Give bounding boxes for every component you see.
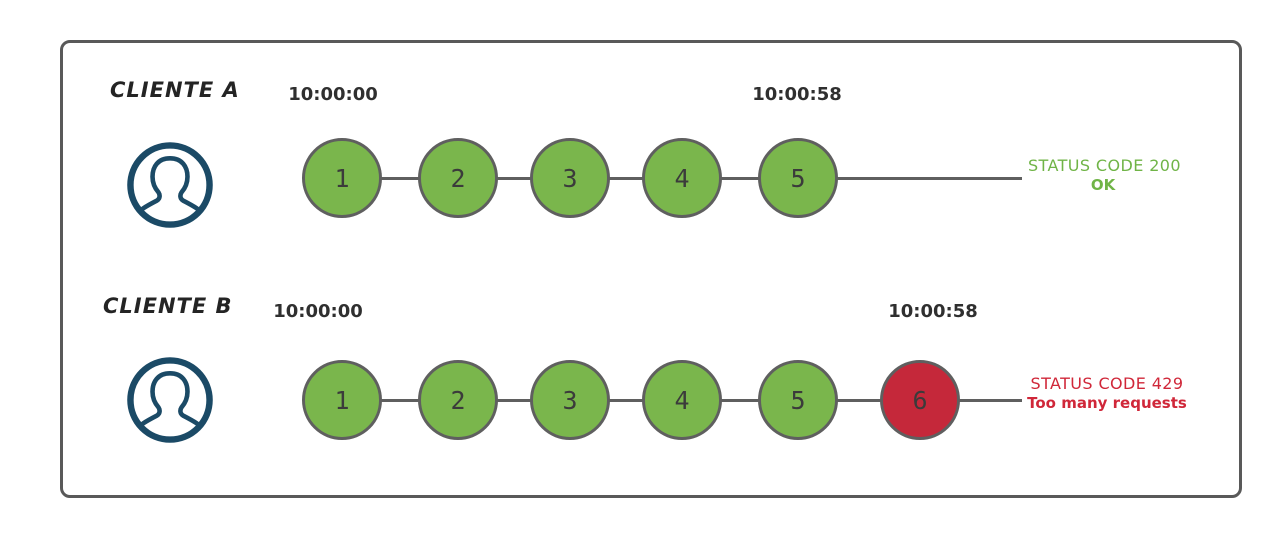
request-circle: 4 <box>642 360 722 440</box>
row-a-end-time: 10:00:58 <box>752 84 842 105</box>
request-number: 1 <box>334 163 350 193</box>
request-number: 2 <box>450 385 466 415</box>
status-message-text: Too many requests <box>1027 394 1187 412</box>
row-b-end-time: 10:00:58 <box>888 301 978 322</box>
request-number: 5 <box>790 163 806 193</box>
request-number: 6 <box>912 385 928 415</box>
request-number: 4 <box>674 385 690 415</box>
request-number: 4 <box>674 163 690 193</box>
request-circle: 4 <box>642 138 722 218</box>
request-number: 5 <box>790 385 806 415</box>
request-number: 1 <box>334 385 350 415</box>
row-a-start-time: 10:00:00 <box>288 84 378 105</box>
row-b-status: STATUS CODE 429 Too many requests <box>1022 374 1192 413</box>
client-a-label: CLIENTE A <box>110 78 240 102</box>
request-circle: 2 <box>418 138 498 218</box>
status-code-text: STATUS CODE 200 <box>1028 156 1181 175</box>
user-circle-icon <box>124 354 216 446</box>
request-circle: 1 <box>302 138 382 218</box>
request-number: 2 <box>450 163 466 193</box>
request-circle: 1 <box>302 360 382 440</box>
request-circle: 5 <box>758 360 838 440</box>
user-circle-icon <box>124 139 216 231</box>
client-b-label: CLIENTE B <box>103 294 233 318</box>
row-b-start-time: 10:00:00 <box>273 301 363 322</box>
request-number: 3 <box>562 163 578 193</box>
request-circle: 2 <box>418 360 498 440</box>
request-circle: 3 <box>530 138 610 218</box>
request-circle: 5 <box>758 138 838 218</box>
request-circle-rate-limited: 6 <box>880 360 960 440</box>
request-circle: 3 <box>530 360 610 440</box>
row-a-status: STATUS CODE 200 OK <box>1028 156 1181 195</box>
status-message-text: OK <box>1090 176 1116 194</box>
status-code-text: STATUS CODE 429 <box>1030 374 1184 393</box>
diagram-frame <box>60 40 1242 498</box>
request-number: 3 <box>562 385 578 415</box>
